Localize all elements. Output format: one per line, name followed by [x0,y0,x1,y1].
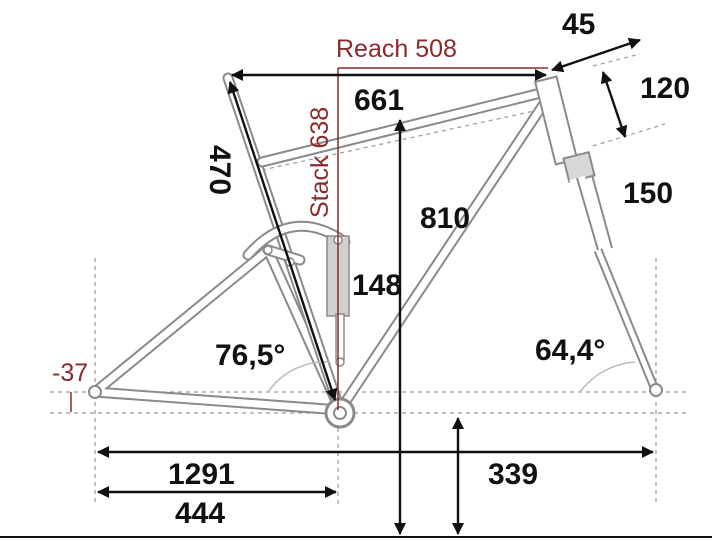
bb-drop-label: -37 [52,359,88,387]
dimension-arrows [97,37,654,535]
top-tube-label: 661 [354,84,404,117]
fork-travel-label: 150 [623,177,673,210]
head-angle-label: 64,4° [535,334,605,367]
seat-angle-label: 76,5° [215,339,285,372]
wheelbase-label: 1291 [168,458,235,491]
reach-stack-lines [70,67,548,412]
front-center-label: 339 [488,458,538,491]
headset-stack-label: 120 [640,72,690,105]
stem-label: 45 [562,8,595,41]
chainstay-label: 444 [175,497,225,530]
reach-label: Reach 508 [336,35,457,63]
head-tube-length-label: 148 [352,269,402,302]
height-810-label: 810 [420,202,470,235]
head-angle-arc [579,361,636,393]
rear-axle [88,385,102,399]
seat-tube-label: 470 [203,145,236,195]
stack-label: Stack 638 [306,107,334,218]
fork [533,75,663,397]
